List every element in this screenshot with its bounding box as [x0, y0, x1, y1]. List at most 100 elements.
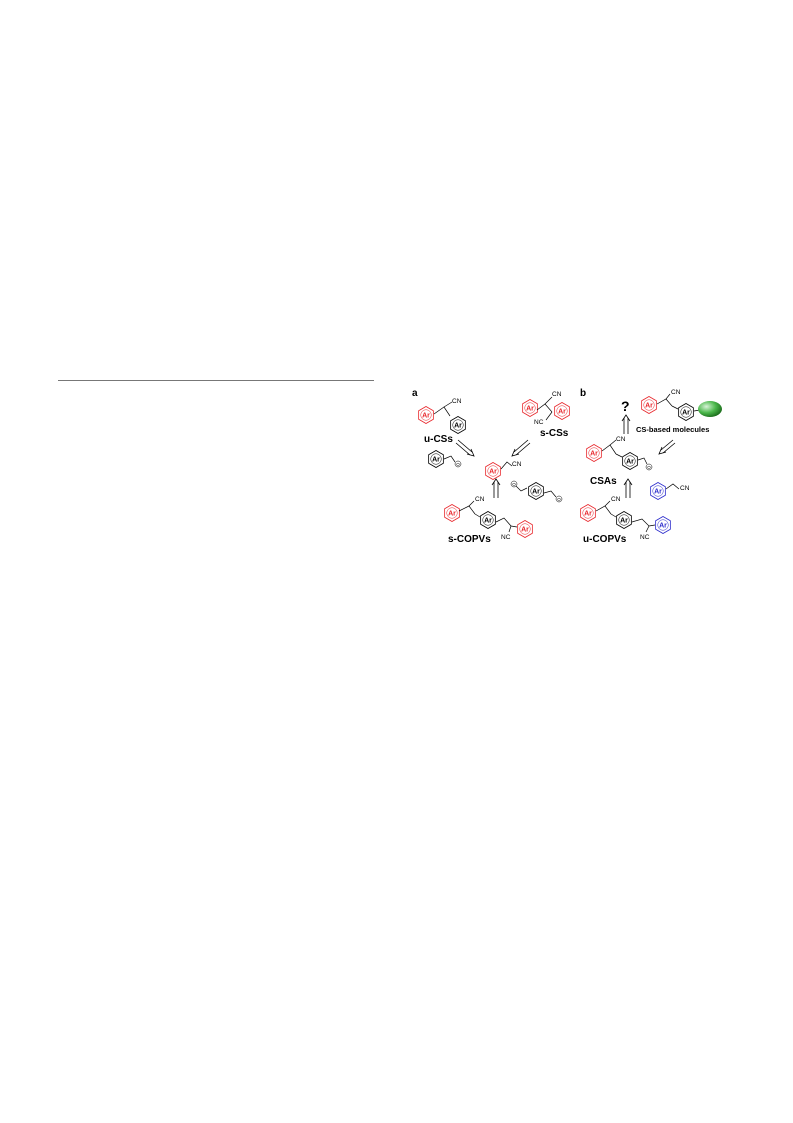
ring-label: Ar: [532, 489, 540, 496]
aromatic-circle: [652, 485, 664, 497]
ring-outline: [517, 520, 533, 538]
oxygen-label: O: [456, 462, 460, 467]
aromatic-circle: [680, 406, 692, 418]
cyano-label: CN: [475, 496, 485, 503]
retro-arrow: [623, 478, 633, 498]
retro-arrow: [455, 439, 475, 457]
ring-label: Ar: [558, 409, 566, 416]
aryl-ring-black: Ar: [428, 450, 444, 468]
aromatic-circle: [556, 405, 568, 417]
cyano-label: CN: [611, 496, 621, 503]
cyano-label: CN: [452, 398, 462, 405]
oxygen-atom: [454, 460, 462, 468]
aryl-ring-red: Ar: [586, 444, 602, 462]
ring-outline: [586, 444, 602, 462]
ring-label: Ar: [626, 459, 634, 466]
u-css-molecule: Ar CN Ar: [418, 398, 466, 434]
ring-label: Ar: [484, 518, 492, 525]
s-copvs-label: s-COPVs: [448, 534, 491, 545]
ring-outline: [418, 406, 434, 424]
cyano-label: CN: [512, 461, 522, 468]
aryl-ring-black: Ar: [528, 482, 544, 500]
ring-outline: [480, 511, 496, 529]
u-css-label: u-CSs: [424, 434, 453, 445]
horizontal-rule: [58, 380, 374, 381]
aromatic-circle: [482, 514, 494, 526]
oxygen-atom: [510, 480, 518, 488]
ring-label: Ar: [645, 403, 653, 410]
aromatic-circle: [452, 419, 464, 431]
cyano-label: CN: [671, 389, 681, 396]
ring-outline: [650, 482, 666, 500]
ring-label: Ar: [448, 511, 456, 518]
ring-outline: [678, 403, 694, 421]
aryl-ring-black: Ar: [622, 452, 638, 470]
ring-label: Ar: [454, 423, 462, 430]
panel-label-a: a: [412, 388, 418, 399]
ring-label: Ar: [654, 489, 662, 496]
aromatic-circle: [624, 455, 636, 467]
s-css-molecule: Ar CN NC Ar: [522, 391, 570, 426]
aromatic-circle: [618, 514, 630, 526]
ring-label: Ar: [521, 527, 529, 534]
aryl-ring-black: Ar: [480, 511, 496, 529]
cyano-label: CN: [616, 436, 626, 443]
ring-label: Ar: [659, 523, 667, 530]
u-copvs-molecule: Ar CN Ar NC Ar: [580, 496, 671, 541]
ring-outline: [450, 416, 466, 434]
aromatic-circle: [643, 399, 655, 411]
ring-label: Ar: [590, 451, 598, 458]
aryl-aldehyde: Ar O: [428, 450, 462, 468]
aryl-ring-red: Ar: [485, 462, 501, 480]
aromatic-circle: [524, 402, 536, 414]
csas-label: CSAs: [590, 476, 617, 487]
oxygen-label: O: [512, 482, 516, 487]
cs-based-molecule: Ar CN Ar: [641, 389, 722, 421]
aryl-ring-black: Ar: [450, 416, 466, 434]
functional-group-sphere: [698, 401, 722, 417]
u-copvs-label: u-COPVs: [583, 534, 627, 545]
question-mark: ?: [621, 398, 630, 414]
ring-label: Ar: [620, 518, 628, 525]
aryl-ring-red: Ar: [580, 504, 596, 522]
aryl-ring-red: Ar: [641, 396, 657, 414]
ring-label: Ar: [489, 469, 497, 476]
ring-outline: [485, 462, 501, 480]
ring-outline: [580, 504, 596, 522]
aryl-ring-blue: Ar: [655, 516, 671, 534]
ring-label: Ar: [584, 511, 592, 518]
ring-label: Ar: [526, 406, 534, 413]
panel-label-b: b: [580, 388, 586, 399]
ring-outline: [528, 482, 544, 500]
aryl-ring-red: Ar: [522, 399, 538, 417]
aromatic-circle: [657, 519, 669, 531]
aryl-dialdehyde: O Ar O: [510, 480, 563, 503]
oxygen-label: O: [647, 465, 651, 470]
aryl-ring-black: Ar: [678, 403, 694, 421]
aromatic-circle: [582, 507, 594, 519]
aromatic-circle: [446, 507, 458, 519]
aromatic-circle: [420, 409, 432, 421]
arylacetonitrile-blue: Ar CN: [650, 482, 690, 500]
ring-outline: [428, 450, 444, 468]
oxygen-label: O: [557, 497, 561, 502]
aryl-ring-red: Ar: [418, 406, 434, 424]
oxygen-atom: [645, 463, 653, 471]
ring-outline: [655, 516, 671, 534]
s-css-label: s-CSs: [540, 428, 569, 439]
retro-arrow: [658, 439, 676, 455]
ring-label: Ar: [422, 413, 430, 420]
csas-molecule: Ar CN Ar O: [586, 436, 653, 471]
nitrile-label: NC: [501, 534, 511, 541]
aryl-ring-red: Ar: [517, 520, 533, 538]
nitrile-label: NC: [534, 419, 544, 426]
ring-label: Ar: [682, 410, 690, 417]
ring-outline: [616, 511, 632, 529]
ring-outline: [554, 402, 570, 420]
arylacetonitrile: Ar CN: [485, 461, 522, 480]
ring-outline: [444, 504, 460, 522]
aromatic-circle: [530, 485, 542, 497]
retro-arrow: [491, 478, 501, 498]
ring-outline: [641, 396, 657, 414]
retro-arrow: [621, 414, 631, 434]
